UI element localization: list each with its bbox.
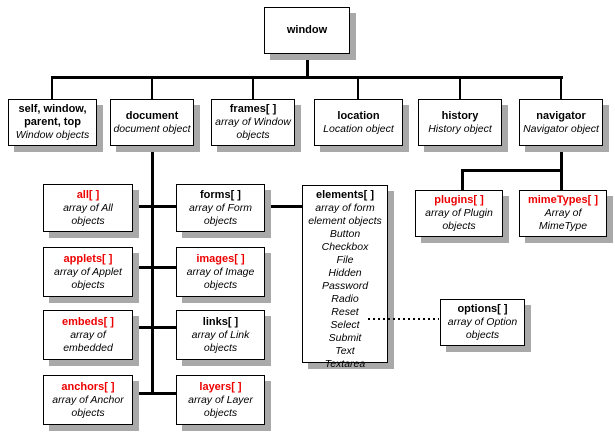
node-anchors: anchors[ ] array of Anchor objects (43, 375, 133, 425)
form-element-item: File (336, 254, 354, 266)
connector-drop-mimetypes (560, 169, 563, 190)
node-title: forms[ ] (200, 188, 241, 201)
node-images: images[ ] array of Image objects (176, 247, 265, 297)
form-element-item: Checkbox (321, 241, 369, 253)
connector-window-drop (306, 54, 309, 77)
node-forms: forms[ ] array of Form objects (176, 184, 265, 232)
node-title: applets[ ] (63, 252, 113, 265)
node-title: all[ ] (76, 188, 100, 201)
node-layers: layers[ ] array of Layer objects (176, 375, 265, 425)
connector-document-trunk (151, 146, 154, 395)
node-frames: frames[ ] array of Window objects (211, 99, 295, 146)
node-title: navigator (536, 109, 586, 122)
connector-level2-trunk (51, 76, 563, 79)
node-desc: Navigator object (523, 122, 599, 135)
connector-anchors-layers (131, 392, 177, 395)
connector-drop-plugins (461, 169, 464, 190)
node-title: document (125, 109, 179, 122)
node-desc: array of Layer objects (188, 393, 253, 419)
node-applets: applets[ ] array of Applet objects (43, 247, 133, 297)
node-desc: Array of MimeType (538, 207, 588, 232)
form-element-item: Hidden (328, 267, 362, 279)
node-navigator: navigator Navigator object (519, 99, 603, 146)
node-desc: array of Plugin objects (425, 207, 493, 232)
node-plugins: plugins[ ] array of Plugin objects (415, 190, 503, 237)
node-title: embeds[ ] (62, 315, 114, 328)
form-element-item: Textarea (324, 358, 366, 370)
node-title: mimeTypes[ ] (527, 194, 599, 206)
connector-drop-history (459, 79, 461, 99)
node-location: location Location object (314, 99, 403, 146)
node-desc: array of embedded (63, 328, 113, 354)
node-all: all[ ] array of All objects (43, 184, 133, 232)
node-title: links[ ] (202, 315, 239, 328)
connector-applets-images (133, 266, 176, 269)
node-title: self, window, parent, top (18, 103, 87, 128)
form-element-item: Submit (328, 332, 362, 344)
node-desc: array of form element objects (308, 202, 382, 227)
connector-select-options-dotted (368, 318, 439, 320)
node-desc: Location object (323, 122, 394, 135)
node-links: links[ ] array of Link objects (176, 310, 265, 360)
node-desc: array of All objects (63, 201, 113, 227)
node-desc: array of Form objects (188, 201, 252, 227)
form-element-item: Password (321, 280, 369, 292)
node-title: elements[ ] (315, 189, 375, 201)
form-element-item: Select (330, 319, 360, 331)
node-desc: Window objects (15, 129, 90, 141)
connector-embeds-links (133, 326, 176, 329)
connector-drop-self (51, 79, 53, 99)
node-window: window (264, 7, 350, 54)
connector-drop-navigator (560, 79, 562, 99)
node-document: document document object (110, 99, 194, 146)
node-desc: array of Applet objects (54, 265, 122, 291)
node-desc: array of Image objects (186, 265, 255, 291)
connector-all-forms (133, 205, 176, 208)
node-elements: elements[ ] array of form element object… (302, 185, 388, 370)
form-element-item: Text (335, 345, 355, 357)
node-title: options[ ] (457, 303, 508, 315)
node-mimetypes: mimeTypes[ ] Array of MimeType (519, 190, 607, 237)
connector-navigator-drop (560, 146, 563, 172)
connector-drop-location (357, 79, 359, 99)
node-embeds: embeds[ ] array of embedded (43, 310, 133, 360)
node-title: history (441, 109, 479, 122)
form-element-item: Reset (331, 306, 359, 318)
node-title: frames[ ] (229, 103, 277, 115)
node-desc: array of Option objects (447, 316, 518, 341)
connector-drop-frames (252, 79, 254, 99)
node-options: options[ ] array of Option objects (440, 299, 525, 346)
node-self-window-parent-top: self, window, parent, top Window objects (8, 99, 97, 146)
node-title: anchors[ ] (61, 380, 115, 393)
node-title: location (337, 109, 380, 122)
form-element-item: Radio (331, 293, 359, 305)
node-desc: History object (428, 122, 492, 135)
node-history: history History object (418, 99, 502, 146)
form-element-item: Button (329, 228, 361, 240)
connector-navigator-branch (461, 169, 563, 172)
node-desc: array of Link objects (191, 328, 250, 354)
node-title: images[ ] (196, 252, 245, 265)
node-title: layers[ ] (199, 380, 242, 393)
node-title: window (286, 24, 328, 36)
connector-forms-elements (264, 205, 302, 208)
node-desc: array of Anchor objects (52, 393, 124, 419)
node-title: plugins[ ] (434, 194, 484, 206)
connector-drop-document (151, 79, 153, 99)
node-desc: document object (113, 122, 191, 135)
node-desc: array of Window objects (215, 116, 291, 141)
